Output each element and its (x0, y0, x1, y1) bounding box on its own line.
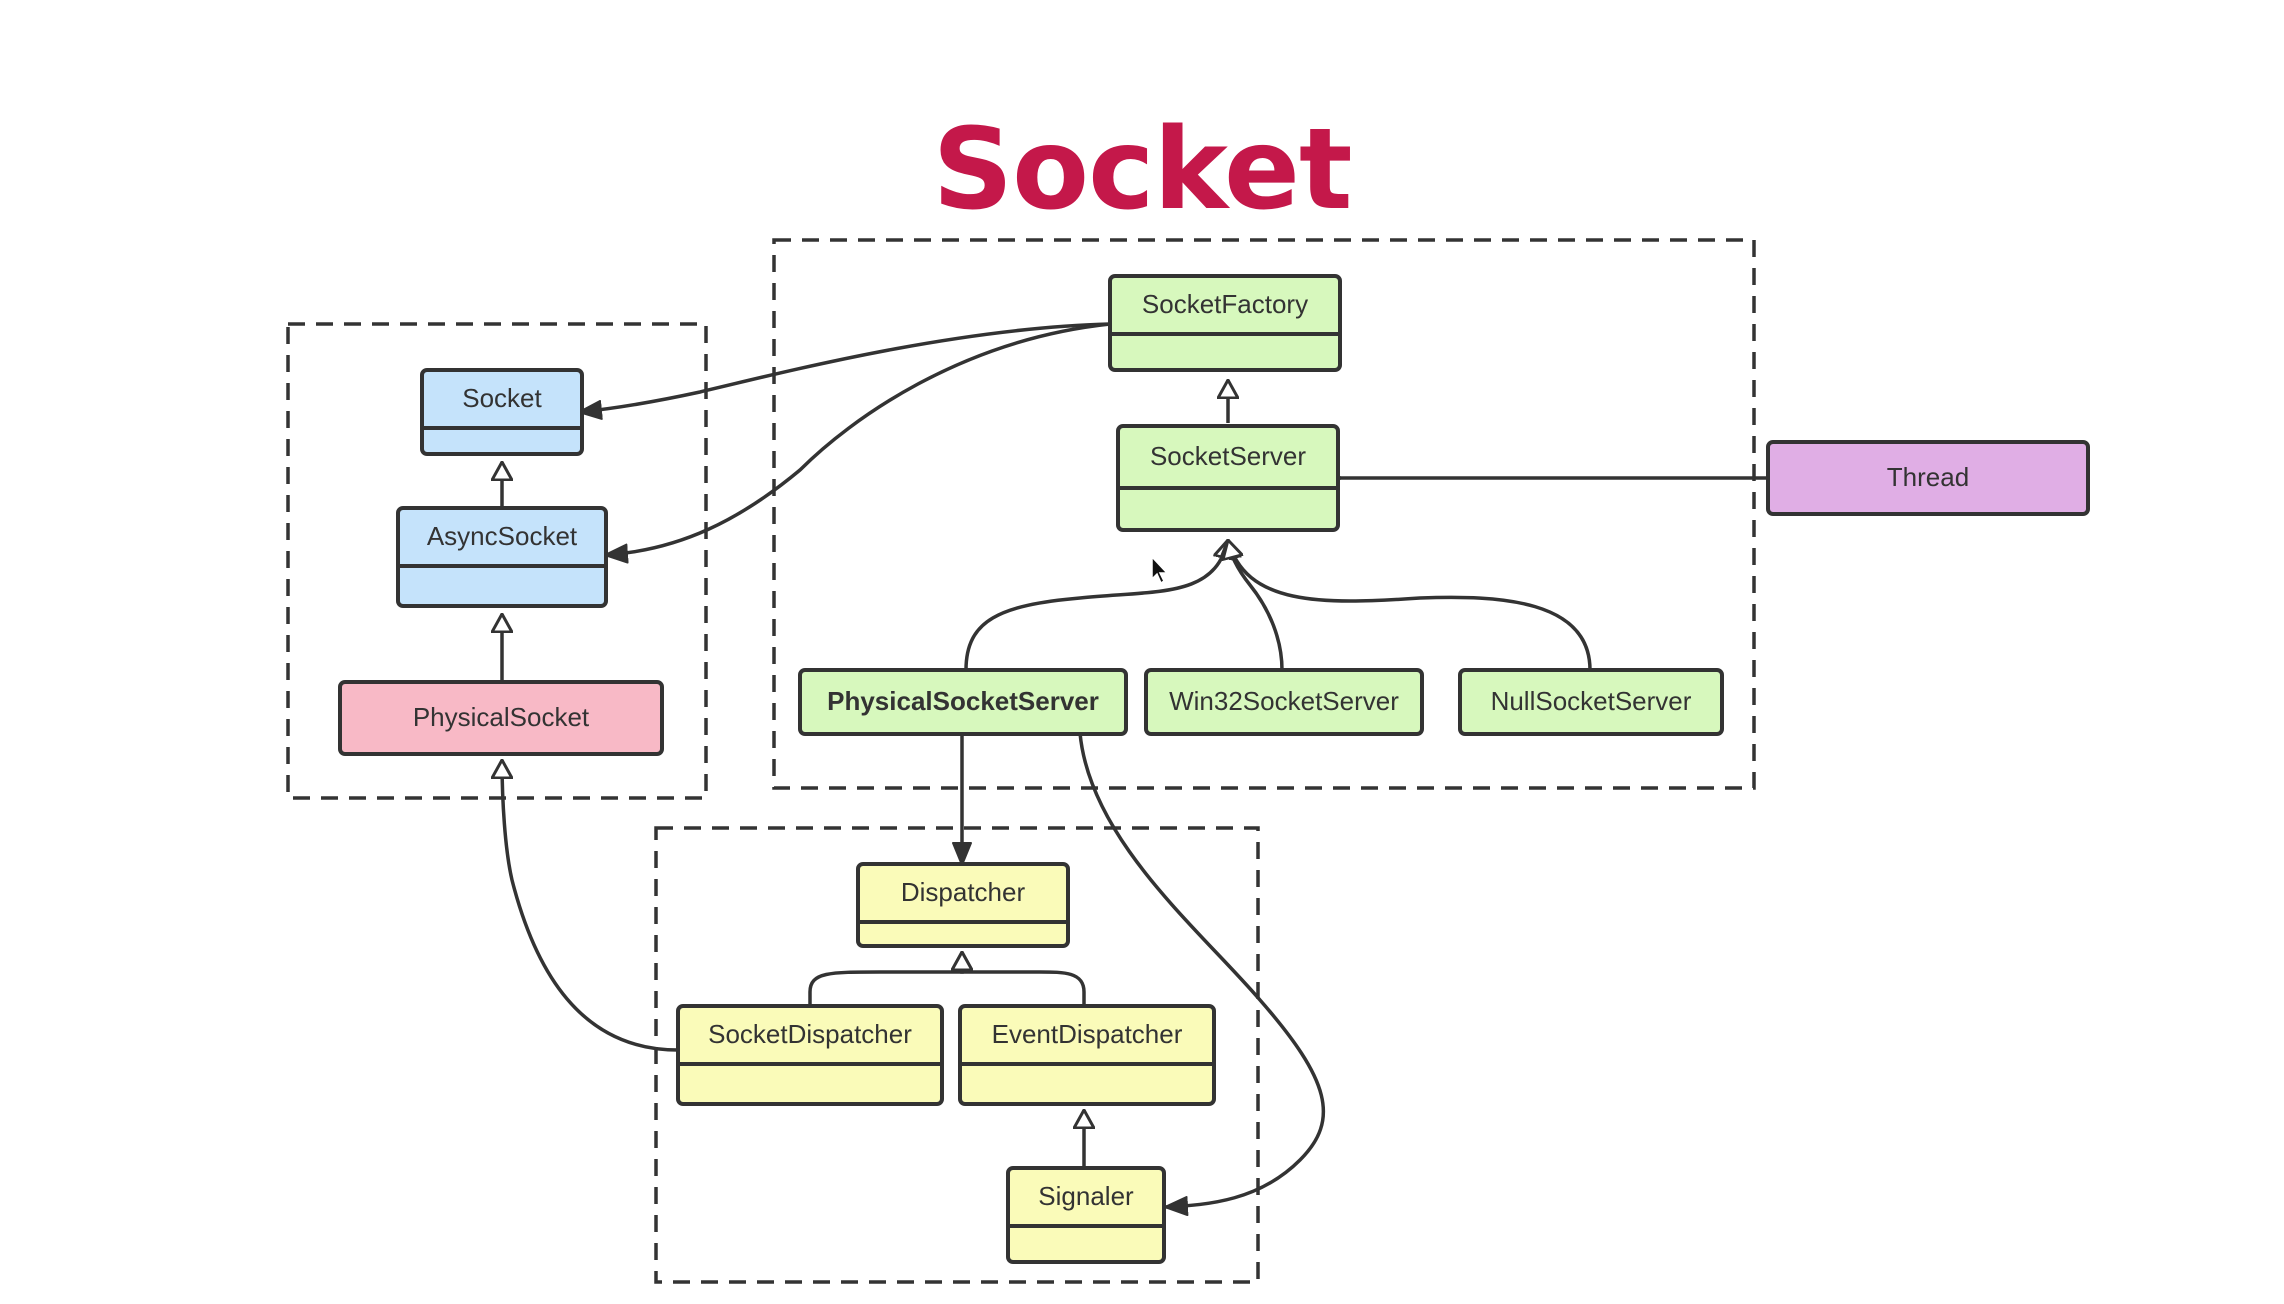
class-label-event-dispatcher: EventDispatcher (992, 1019, 1183, 1049)
class-label-thread: Thread (1887, 462, 1969, 492)
diagram-title: Socket (932, 105, 1353, 235)
class-box-socket-factory[interactable]: SocketFactory (1108, 274, 1342, 372)
class-box-thread[interactable]: Thread (1766, 440, 2090, 516)
edge-nullsocketserver-inherits-socketserver (1228, 540, 1592, 671)
class-label-physical-socket: PhysicalSocket (413, 702, 590, 732)
class-box-dispatcher[interactable]: Dispatcher (856, 862, 1070, 948)
class-label-socket-server: SocketServer (1150, 441, 1306, 471)
class-rect-signaler (1006, 1166, 1166, 1264)
class-box-physical-socket-server[interactable]: PhysicalSocketServer (798, 668, 1128, 736)
class-label-socket-dispatcher: SocketDispatcher (708, 1019, 912, 1049)
class-box-event-dispatcher[interactable]: EventDispatcher (958, 1004, 1216, 1106)
class-rect-socket (420, 368, 584, 456)
group-socket (286, 322, 708, 800)
edge-socketdispatcher-inherits-dispatcher (808, 952, 962, 1004)
class-box-physical-socket[interactable]: PhysicalSocket (338, 680, 664, 756)
edge-physicalsocketserver-inherits-socketserver (964, 540, 1228, 671)
class-label-socket: Socket (462, 383, 542, 413)
class-label-win32-socket-server: Win32SocketServer (1169, 686, 1399, 716)
class-rect-async-socket (396, 506, 608, 608)
class-box-null-socket-server[interactable]: NullSocketServer (1458, 668, 1724, 736)
class-label-null-socket-server: NullSocketServer (1491, 686, 1692, 716)
class-label-socket-factory: SocketFactory (1142, 289, 1308, 319)
group-socket-server (772, 238, 1756, 790)
edge-socketdispatcher-inherits-physicalsocket (502, 760, 679, 1052)
edge-socketfactory-uses-socket (578, 322, 1111, 420)
class-rect-socket-server (1116, 424, 1340, 532)
edge-physicalsocketserver-uses-signaler (1078, 732, 1326, 1217)
edge-eventdispatcher-inherits-dispatcher (962, 952, 1086, 1004)
class-label-signaler: Signaler (1038, 1181, 1134, 1211)
class-rect-thread (1766, 440, 2090, 516)
class-rect-event-dispatcher (958, 1004, 1216, 1106)
class-label-async-socket: AsyncSocket (427, 521, 578, 551)
class-label-dispatcher: Dispatcher (901, 877, 1026, 907)
class-rect-dispatcher (856, 862, 1070, 948)
class-rect-physical-socket (338, 680, 664, 756)
group-dispatcher (654, 826, 1260, 1284)
class-rect-win32-socket-server (1144, 668, 1424, 736)
class-rect-null-socket-server (1458, 668, 1724, 736)
class-box-socket-dispatcher[interactable]: SocketDispatcher (676, 1004, 944, 1106)
class-box-async-socket[interactable]: AsyncSocket (396, 506, 608, 608)
mouse-cursor-icon (1151, 555, 1169, 585)
class-rect-socket-dispatcher (676, 1004, 944, 1106)
edge-socketfactory-uses-asyncsocket (604, 322, 1111, 564)
class-rect-physical-socket-server (798, 668, 1128, 736)
class-box-win32-socket-server[interactable]: Win32SocketServer (1144, 668, 1424, 736)
class-label-physical-socket-server: PhysicalSocketServer (827, 686, 1099, 716)
class-box-signaler[interactable]: Signaler (1006, 1166, 1166, 1264)
class-box-socket[interactable]: Socket (420, 368, 584, 456)
class-rect-socket-factory (1108, 274, 1342, 372)
class-box-socket-server[interactable]: SocketServer (1116, 424, 1340, 532)
